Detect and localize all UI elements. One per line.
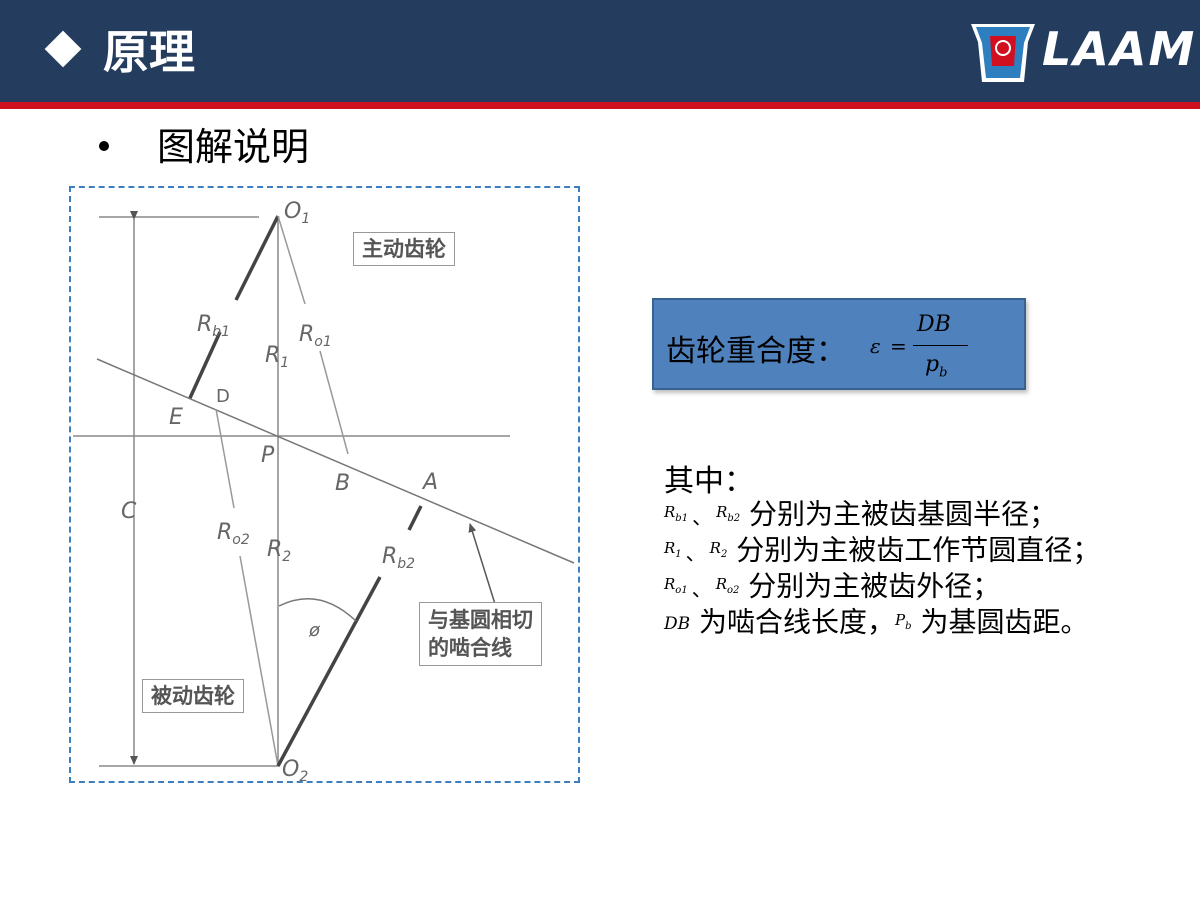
label-rb2: Rb2 — [382, 544, 415, 572]
rb1-radius-upper — [234, 215, 280, 301]
formula-fraction-bar — [913, 345, 968, 346]
description-line-4: DB 为啮合线长度，Pb 为基圆齿距。 — [664, 602, 1088, 645]
description-line-1: Rb1、Rb2 分别为主被齿基圆半径； — [664, 494, 1057, 537]
label-o1: O1 — [284, 199, 310, 227]
driven-gear-label: 被动齿轮 — [142, 679, 244, 713]
formula-numerator: DB — [917, 312, 951, 337]
keystone-logo-icon — [971, 24, 1035, 82]
line-of-action — [96, 358, 575, 564]
formula-epsilon: ε — [870, 334, 881, 358]
symbol-r1: R1 — [664, 539, 682, 560]
description-heading: 其中： — [664, 464, 754, 499]
symbol-pb: Pb — [895, 611, 912, 632]
symbol-ro2: Ro2 — [715, 575, 740, 596]
description-text-1: 分别为主被齿基圆半径； — [749, 497, 1058, 531]
ro1-radius-upper — [277, 215, 306, 305]
label-ro1: Ro1 — [299, 322, 332, 350]
ro1-radius-lower — [319, 350, 349, 455]
label-p: P — [261, 443, 275, 468]
formula-equals: = — [890, 334, 907, 358]
symbol-db: DB — [664, 613, 691, 634]
header-stripe — [0, 102, 1200, 109]
label-ro2: Ro2 — [217, 520, 250, 548]
label-rb1: Rb1 — [197, 312, 230, 340]
label-phi: ø — [308, 620, 321, 641]
description-text-3: 分别为主被齿外径； — [748, 569, 1001, 603]
contact-ratio-formula: ε = DB pb — [870, 310, 980, 380]
line-of-action-label-line2: 的啮合线 — [428, 636, 512, 660]
slide-title: 原理 — [103, 25, 195, 79]
label-o2: O2 — [282, 757, 308, 783]
formula-label: 齿轮重合度： — [666, 334, 846, 369]
label-r1: R1 — [265, 343, 289, 371]
rb1-radius-lower — [188, 331, 222, 399]
formula-denominator: pb — [925, 352, 948, 381]
description-line-3: Ro1、Ro2 分别为主被齿外径； — [664, 566, 1000, 609]
logo-wordmark: LAAM — [1042, 22, 1197, 76]
label-r2: R2 — [267, 537, 291, 565]
symbol-r2: R2 — [709, 539, 728, 560]
driving-gear-label: 主动齿轮 — [353, 232, 455, 266]
ro2-radius-upper — [215, 408, 235, 509]
contact-ratio-formula-box: 齿轮重合度： ε = DB pb — [652, 298, 1026, 390]
line-of-action-label-line1: 与基圆相切 — [428, 608, 533, 632]
subtitle: 图解说明 — [157, 125, 310, 169]
diagram-frame — [69, 186, 580, 783]
bullet-dot-icon — [99, 141, 109, 151]
symbol-ro1: Ro1 — [664, 575, 688, 596]
rb2-radius-lower — [276, 576, 382, 767]
description-text-4b: 为基圆齿距。 — [920, 605, 1089, 639]
line-of-action-label: 与基圆相切 的啮合线 — [419, 602, 542, 666]
rb2-radius-upper — [407, 505, 423, 531]
label-b: B — [335, 471, 350, 496]
symbol-rb1: Rb1 — [664, 503, 689, 524]
laam-logo: LAAM — [968, 18, 1194, 88]
angle-arc — [278, 598, 357, 622]
symbol-rb2: Rb2 — [716, 503, 741, 524]
label-e: E — [169, 405, 183, 430]
description-line-2: R1、R2 分别为主被齿工作节圆直径； — [664, 530, 1100, 573]
ro2-radius-lower — [239, 555, 279, 767]
description-text-2: 分别为主被齿工作节圆直径； — [736, 533, 1101, 567]
description-text-4a: 为啮合线长度， — [699, 605, 896, 639]
pointer-arrow — [468, 523, 496, 605]
label-a: A — [421, 470, 438, 495]
label-d: D — [216, 386, 230, 407]
label-c: C — [121, 499, 137, 524]
gear-mesh-diagram: O1 Rb1 Ro1 R1 E P B A C Ro2 R2 Rb2 ø O2 … — [73, 199, 575, 783]
